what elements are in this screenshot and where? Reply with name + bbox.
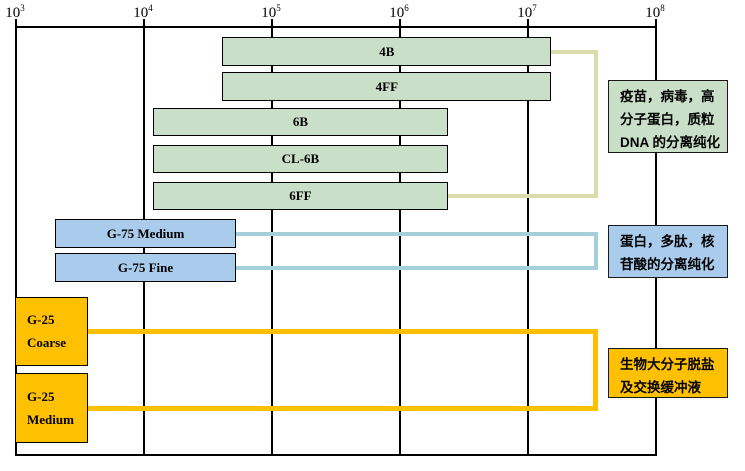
bar-label-g-75-medium: G-75 Medium [106,225,185,241]
bracket-g25-group-right [593,329,598,411]
bar-label-g-75-fine: G-75 Fine [117,259,174,275]
bar-label-cl-6b: CL-6B [281,151,320,166]
bar-g-75-fine: G-75 Fine [54,253,237,282]
bracket-g25-group-bottom [87,405,598,411]
axis-top-line [15,26,657,28]
bar-label-g-25-medium: Medium [27,411,74,427]
annotation-text-line: 生物大分子脱盐 [620,357,715,372]
annotation-text-line: 分子蛋白，质粒 [620,112,715,127]
x-tick-label-10-5: 105 [261,3,281,21]
annotation-text-line: 疫苗，病毒，高 [620,89,715,104]
bar-label-4b: 4B [379,43,395,59]
annotation-text-line: 苷酸的分离纯化 [620,257,715,272]
bracket-g75-group-right [594,231,598,270]
bracket-g75-group-top [236,231,598,236]
bar-label-g-25-coarse: Coarse [27,335,66,350]
frame-bottom-line [15,454,657,456]
bar-cl-6b: CL-6B [153,145,448,173]
x-tick-label-10-6: 106 [389,3,409,21]
annotation-text-line: DNA 的分离纯化 [620,135,720,150]
axis-tick-10-8 [655,19,657,26]
bar-6b: 6B [153,108,448,136]
x-tick-label-10-4: 104 [133,3,153,21]
annotation-box-g25-group: 生物大分子脱盐及交换缓冲液 [608,348,728,398]
bar-label-g-25-medium: G-25 [27,388,55,404]
bracket-g25-group-top [87,329,598,334]
axis-tick-10-4 [143,19,145,26]
x-tick-label-10-8: 108 [645,3,665,21]
gridline-10-7 [527,26,529,454]
axis-tick-10-5 [271,19,273,26]
bar-label-4ff: 4FF [375,78,399,94]
annotation-box-sepharose-group: 疫苗，病毒，高分子蛋白，质粒 DNA 的分离纯化 [608,80,728,153]
bracket-sepharose-group-top [551,49,598,54]
bar-g-75-medium: G-75 Medium [54,219,237,248]
bar-label-g-25-coarse: G-25 [27,312,55,327]
bar-label-6b: 6B [292,114,309,129]
x-tick-label-10-7: 107 [517,3,537,21]
bar-6ff: 6FF [153,182,448,210]
bracket-sepharose-group-bottom [447,194,598,198]
x-tick-label-10-3: 103 [5,3,25,21]
gridline-10-6 [399,26,401,454]
annotation-box-g75-group: 蛋白，多肽，核苷酸的分离纯化 [608,225,728,278]
gridline-10-5 [271,26,273,454]
bar-4ff: 4FF [222,72,552,101]
gridline-10-3 [15,26,17,454]
axis-tick-10-7 [527,19,529,26]
bracket-g75-group-bottom [236,265,598,270]
bracket-sepharose-group-right [594,49,598,198]
axis-tick-10-6 [399,19,401,26]
annotation-text-line: 蛋白，多肽，核 [620,234,715,249]
bar-4b: 4B [222,37,552,66]
annotation-text-line: 及交换缓冲液 [620,380,701,395]
bar-label-6ff: 6FF [289,188,312,203]
axis-tick-10-3 [15,19,17,26]
